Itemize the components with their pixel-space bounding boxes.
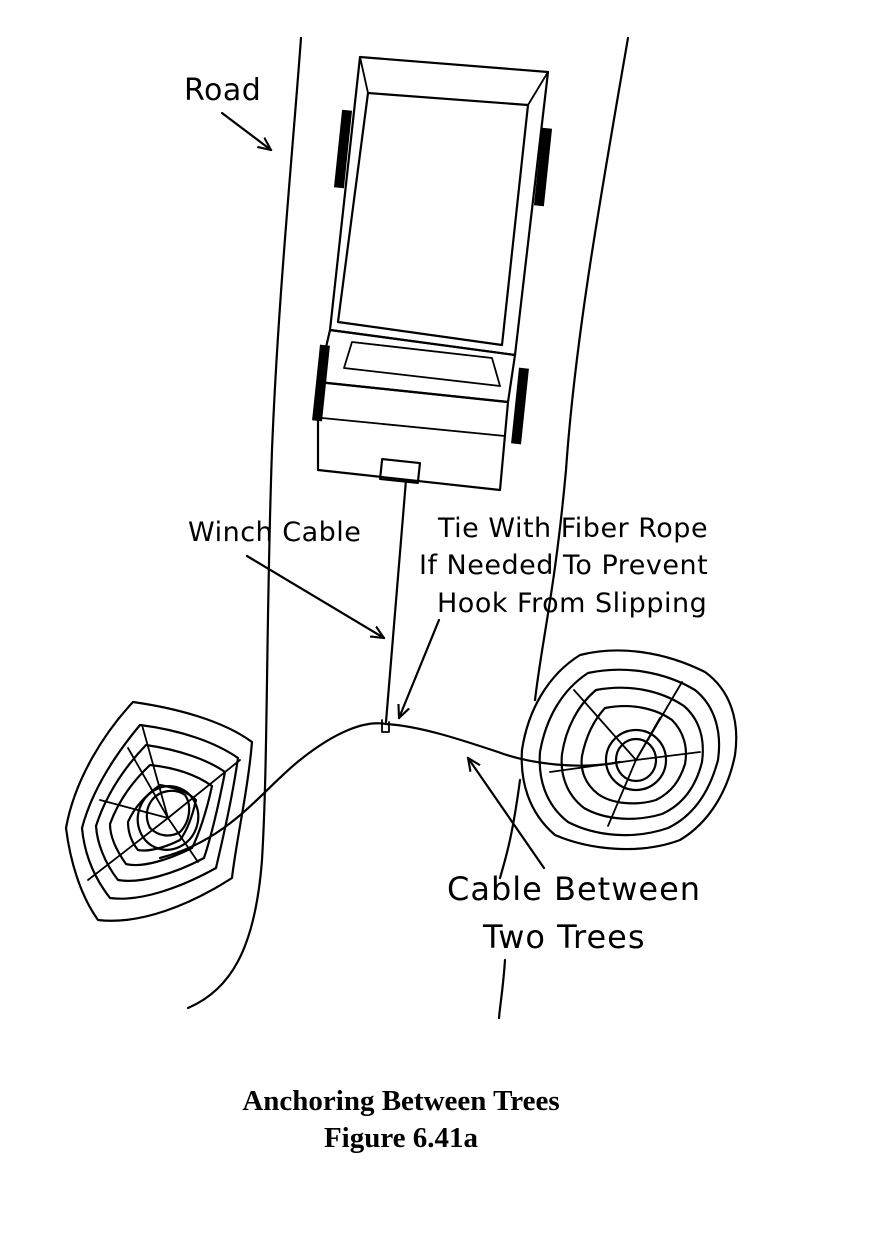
tree-cable bbox=[158, 722, 622, 860]
cable-between-label-line2: Two Trees bbox=[482, 918, 646, 956]
road-right-edge-bottom bbox=[497, 958, 507, 1020]
cable-between-arrow bbox=[468, 758, 546, 870]
road-arrow bbox=[220, 111, 271, 150]
road-edges bbox=[186, 36, 630, 1020]
road-left-edge bbox=[186, 36, 303, 1010]
tree-stump-icon bbox=[64, 700, 254, 922]
truck-icon bbox=[312, 55, 553, 492]
hook-icon bbox=[381, 719, 390, 733]
tie-label-line2: If Needed To Prevent bbox=[419, 550, 708, 581]
road-label: Road bbox=[184, 73, 261, 108]
tie-label-line1: Tie With Fiber Rope bbox=[437, 513, 708, 544]
figure-title: Anchoring Between Trees bbox=[242, 1085, 559, 1117]
figure-number: Figure 6.41a bbox=[324, 1122, 479, 1154]
tie-arrow bbox=[399, 618, 441, 718]
road-right-edge-lower bbox=[498, 778, 522, 880]
winch-cable-line bbox=[384, 478, 408, 724]
winch-cable-arrow bbox=[245, 554, 384, 638]
road-right-edge bbox=[533, 36, 630, 702]
cable-between-label-line1: Cable Between bbox=[447, 870, 701, 908]
tree-stump-icon bbox=[520, 649, 738, 851]
tie-label-line3: Hook From Slipping bbox=[437, 588, 707, 619]
winch-cable-label: Winch Cable bbox=[188, 517, 361, 548]
